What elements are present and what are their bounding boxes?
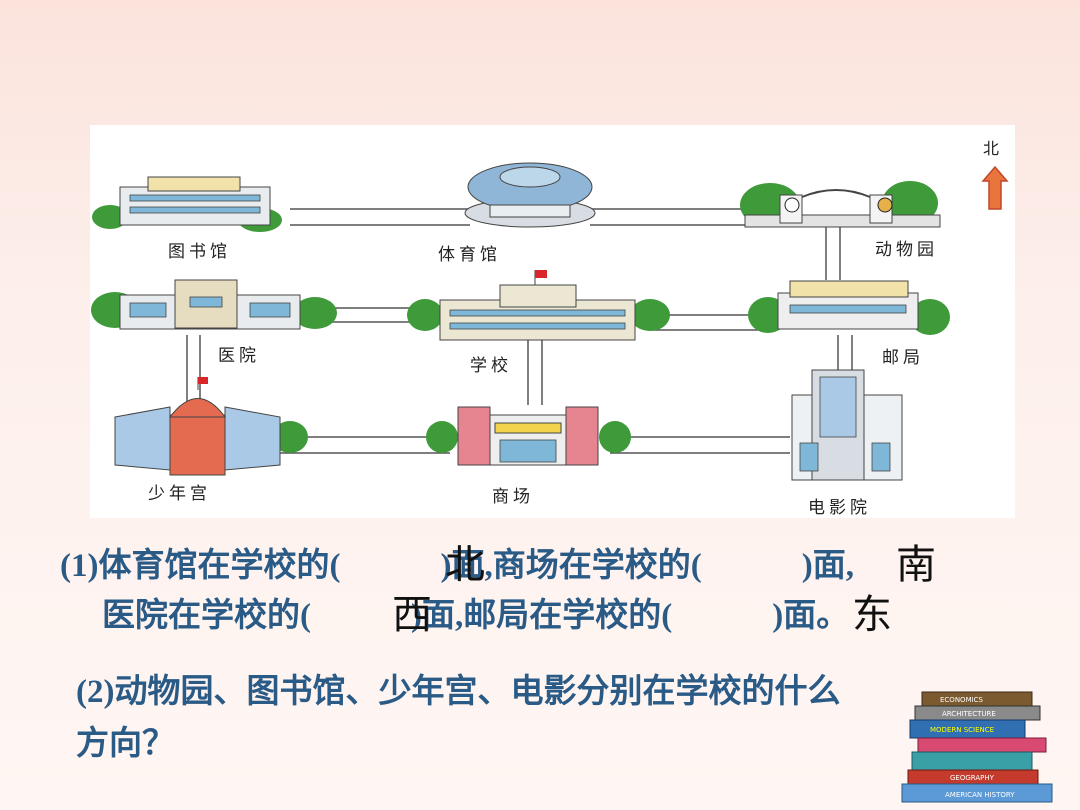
book-spine-3: MODERN SCIENCE xyxy=(930,726,994,734)
book-spine-6: AMERICAN HISTORY xyxy=(945,791,1015,799)
zoo-label: 动物园 xyxy=(875,240,938,260)
north-arrow-icon xyxy=(981,165,1009,210)
hospital-label: 医院 xyxy=(218,346,260,366)
school-building xyxy=(407,270,670,341)
book-stack-icon: ECONOMICS ARCHITECTURE MODERN SCIENCE GE… xyxy=(901,691,1053,803)
book-spine-1: ECONOMICS xyxy=(940,696,984,704)
question1-line2: 医院在学校的( )面,邮局在学校的( )面。 xyxy=(102,588,849,636)
post-office-label: 邮局 xyxy=(882,348,924,368)
answer-west: 西 xyxy=(392,592,432,638)
question2-line1: (2)动物园、图书馆、少年宫、电影分别在学校的什么 xyxy=(76,674,841,710)
post-office-building xyxy=(748,280,950,335)
mall-building xyxy=(426,406,631,466)
map-drawing xyxy=(91,162,1009,481)
cinema-building xyxy=(791,369,903,481)
q1-text-1: (1)体育馆在学校的( xyxy=(60,548,341,584)
q1-text-4: 医院在学校的( xyxy=(102,598,311,634)
zoo-gate xyxy=(740,181,941,228)
answer-south: 南 xyxy=(896,542,936,588)
answer-north: 北 xyxy=(445,542,485,588)
cinema-label: 电影院 xyxy=(808,498,871,518)
hospital-building xyxy=(91,279,337,330)
answer-east: 东 xyxy=(852,592,892,638)
gym-label: 体育馆 xyxy=(438,245,501,265)
school-label: 学校 xyxy=(470,356,512,376)
youth-palace-label: 少年宫 xyxy=(148,484,211,504)
map-illustration: 北 图书馆 体育馆 动物园 医院 学校 邮局 少年宫 商场 电影院 xyxy=(90,125,1015,518)
q1-text-2: )面,商场在学校的( xyxy=(440,548,702,584)
q1-text-3: )面, xyxy=(801,548,854,584)
book-spine-2: ARCHITECTURE xyxy=(942,710,996,718)
q1-text-5: )面,邮局在学校的( xyxy=(411,598,673,634)
youth-palace-building xyxy=(114,377,308,476)
library-building xyxy=(92,176,282,232)
q1-text-6: )面。 xyxy=(772,598,850,634)
north-label: 北 xyxy=(983,139,1004,158)
question1-line1: (1)体育馆在学校的( )面,商场在学校的( )面, xyxy=(60,538,854,586)
mall-label: 商场 xyxy=(492,487,534,507)
book-spine-5: GEOGRAPHY xyxy=(950,774,995,782)
gym-building xyxy=(464,162,596,228)
library-label: 图书馆 xyxy=(168,242,231,262)
question2-line2: 方向？ xyxy=(76,726,175,762)
